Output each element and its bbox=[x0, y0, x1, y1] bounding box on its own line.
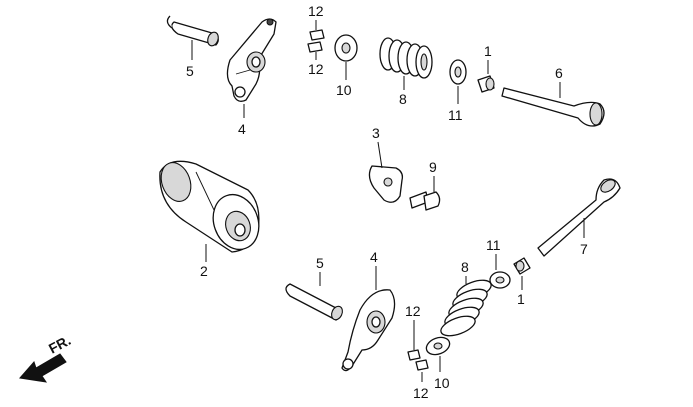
front-direction-indicator: FR. bbox=[19, 332, 73, 383]
valve-bottom bbox=[537, 178, 621, 257]
stem-seal-bottom bbox=[513, 257, 531, 275]
stopper-plate bbox=[368, 165, 404, 203]
valve-spring-top bbox=[379, 37, 433, 79]
valve-spring-bottom bbox=[440, 279, 492, 337]
callout-2: 2 bbox=[200, 263, 208, 279]
spring-retainer-top bbox=[334, 34, 358, 62]
spring-retainer-bottom bbox=[425, 336, 451, 356]
callout-7: 7 bbox=[580, 241, 588, 257]
callout-12-d: 12 bbox=[413, 385, 429, 401]
spring-seat-top bbox=[449, 59, 467, 85]
callout-8-bot: 8 bbox=[461, 259, 469, 275]
rocker-shaft-bottom bbox=[285, 283, 343, 321]
stem-seal-top bbox=[477, 75, 495, 93]
callout-9: 9 bbox=[429, 159, 437, 175]
callout-5-bot: 5 bbox=[316, 255, 324, 271]
camshaft bbox=[159, 160, 260, 253]
valve-cotters-top bbox=[307, 29, 325, 53]
callout-4-top: 4 bbox=[238, 121, 246, 137]
spring-seat-bottom bbox=[489, 271, 511, 289]
rocker-arm-bottom bbox=[341, 289, 396, 372]
callout-3: 3 bbox=[372, 125, 380, 141]
callout-10-bot: 10 bbox=[434, 375, 450, 391]
callout-1-top: 1 bbox=[484, 43, 492, 59]
valve-top bbox=[501, 87, 605, 127]
valve-cotters-bottom bbox=[407, 349, 429, 371]
callout-labels: 5 4 12 12 10 8 1 11 6 3 9 2 7 11 5 4 8 1… bbox=[186, 3, 588, 401]
direction-arrow-icon bbox=[19, 353, 67, 383]
callout-12-b: 12 bbox=[308, 61, 324, 77]
callout-5-top: 5 bbox=[186, 63, 194, 79]
callout-6: 6 bbox=[555, 65, 563, 81]
callout-12-c: 12 bbox=[405, 303, 421, 319]
callout-12-a: 12 bbox=[308, 3, 324, 19]
direction-label: FR. bbox=[46, 332, 73, 357]
callout-10-top: 10 bbox=[336, 82, 352, 98]
rocker-arm-top bbox=[226, 18, 277, 102]
flange-bolt bbox=[409, 191, 441, 211]
leader-lines bbox=[191, 20, 585, 382]
callout-11-bot: 11 bbox=[486, 237, 501, 253]
rocker-shaft-top bbox=[166, 15, 219, 47]
callout-1-bot: 1 bbox=[517, 291, 525, 307]
callout-11-top: 11 bbox=[448, 107, 463, 123]
callout-8-top: 8 bbox=[399, 91, 407, 107]
callout-4-bot: 4 bbox=[370, 249, 378, 265]
